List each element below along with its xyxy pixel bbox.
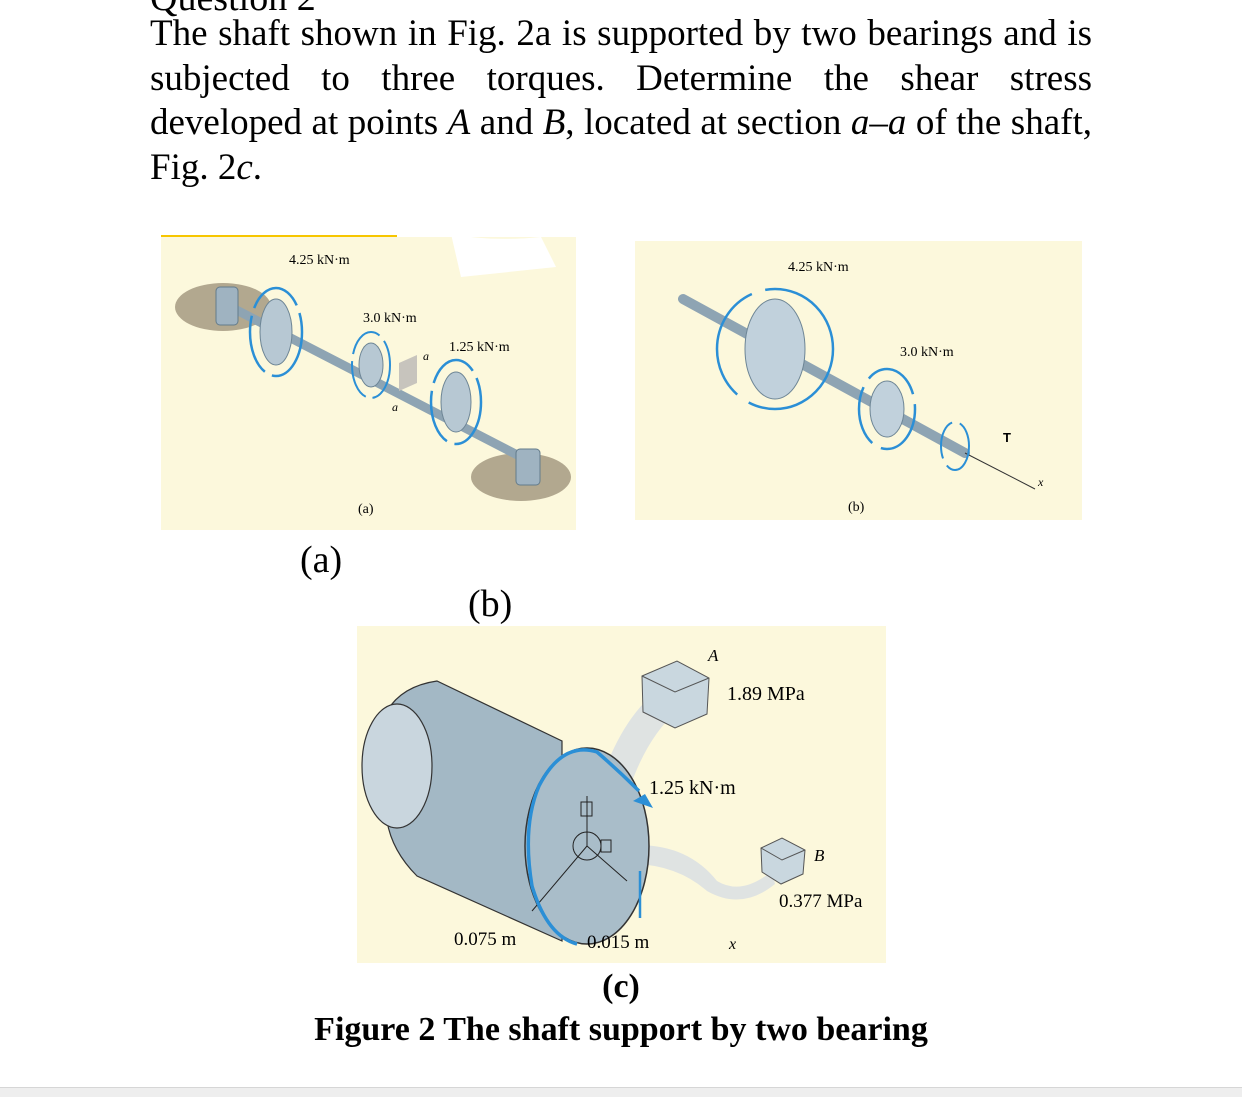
problem-statement: The shaft shown in Fig. 2a is supported … [150,12,1092,190]
torque-label-1: 4.25 kN·m [289,253,350,268]
internal-torque-arrow [526,748,641,946]
problem-text-2: and [470,102,543,143]
figure-b-inner-caption: (b) [848,500,865,515]
section-label-top: a [423,349,429,363]
torque-arrow-3 [429,358,483,446]
problem-text-4: of the shaft, Fig. 2 [150,102,1092,188]
problem-point-a: A [447,102,471,143]
axis-label-x: x [729,936,737,953]
disk-2 [358,342,384,388]
shaft-back-end [361,703,433,829]
element-cube-b [760,837,806,885]
torque-arrow-1 [248,286,304,378]
figure-b-panel: 4.25 kN·m 3.0 kN·m T x (b) [635,241,1082,520]
point-a-label: A [708,646,719,665]
disk-1 [744,298,806,400]
torque-label-2: 3.0 kN·m [363,311,417,326]
torque-label-3: 1.25 kN·m [449,340,510,355]
internal-torque-arrow [940,421,970,471]
bearing-left [215,286,239,326]
stress-square-b [600,839,612,853]
internal-torque-label: T [1003,430,1011,445]
shaft [678,294,970,458]
problem-section: a–a [850,102,907,143]
disk-3 [440,371,472,433]
torque-arrow-1 [715,287,835,411]
outer-radius-label: 0.075 m [454,929,517,950]
axis-label-x: x [1038,475,1044,489]
point-b-label: B [814,846,825,865]
figure-c-panel: A 1.89 MPa 1.25 kN·m B 0.377 MPa 0.075 m… [357,626,886,963]
sub-label-b: (b) [468,583,513,625]
problem-text-3: , located at section [565,102,851,143]
disk-1 [259,298,293,366]
problem-point-b: B [542,102,566,143]
cube-a-edges [641,675,710,693]
shaft-drawing-b [678,287,1036,490]
shaft-drawing-a [175,234,571,501]
figure-c-caption: (c) [602,968,640,1005]
figure-a-inner-caption: (a) [358,502,374,517]
shaft-section-drawing [361,660,806,946]
bearing-right [515,448,541,486]
torque-arrow-2 [351,331,391,399]
problem-fig-c: c [236,146,253,188]
torque-label-2: 3.0 kN·m [900,345,954,360]
inner-radius-label: 0.015 m [587,932,650,953]
sub-label-a: (a) [300,539,343,581]
figure-caption: Figure 2 The shaft support by two bearin… [314,1011,928,1048]
element-cube-a [641,660,710,729]
problem-text-5: . [252,146,263,188]
stress-b-label: 0.377 MPa [779,891,863,912]
torque-label: 1.25 kN·m [649,777,736,799]
stress-a-label: 1.89 MPa [727,683,805,705]
torque-arrow-2 [857,367,917,451]
problem-text-1: The shaft shown in Fig. 2a is supported … [150,13,1092,143]
section-label-bottom: a [392,400,398,414]
cube-b-edges [760,847,806,861]
torque-arrow-head [633,794,653,808]
bottom-scroll-edge [0,1087,1242,1097]
figure-a-panel: 4.25 kN·m 3.0 kN·m 1.25 kN·m a a (a) [161,234,576,530]
torque-label-1: 4.25 kN·m [788,260,849,275]
section-plane [399,355,417,391]
disk-2 [869,380,905,438]
question-heading: Question 2 [150,0,316,18]
stress-square-a [580,801,593,817]
x-axis-line [964,452,1036,490]
radius-line-b [586,845,628,882]
